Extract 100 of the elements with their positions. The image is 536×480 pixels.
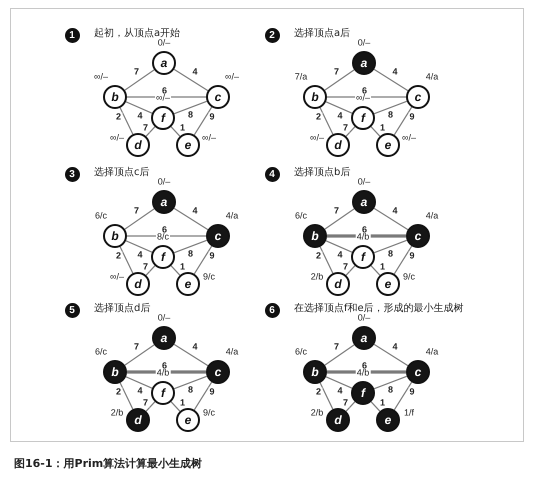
step-number-badge: 2 [264,28,280,42]
edge-weight: 4 [392,342,398,352]
graph-edge [394,382,412,410]
vertex-circle: a [152,190,176,214]
graph-edge [194,106,212,136]
vertex-circle: b [103,360,127,384]
step-heading: 选择顶点a后 [294,26,350,40]
edge-weight: 7 [333,342,340,352]
step-heading: 选择顶点b后 [294,166,350,179]
vertex-circle: d [126,133,150,157]
edge-weight: 1 [179,262,186,271]
graph-edge [174,68,208,92]
vertex-circle: b [303,360,327,384]
edge-weight: 1 [379,123,386,132]
distance-label: ∞/– [224,72,240,82]
graph-edge [320,246,334,274]
distance-label: 6/c [94,348,108,356]
graph-edge [127,96,206,98]
vertex-circle: e [376,133,400,157]
distance-label: 4/a [224,348,240,356]
edge-weight: 8 [387,385,394,394]
vertex-circle: b [103,224,127,248]
distance-label: ∞/– [109,272,125,282]
step-number-badge: 1 [64,28,80,42]
graph-edge [327,370,406,374]
graph-edge [194,246,212,274]
distance-label: 0/– [156,314,172,322]
vertex-circle: a [352,190,376,214]
edge-weight: 7 [133,342,140,352]
edge-weight: 2 [315,112,322,122]
graph-edge [346,401,356,412]
step-number-badge: 4 [264,166,280,182]
edge-weight: 4 [136,111,144,120]
graph-edge [374,100,407,114]
edge-weight: 2 [115,252,122,260]
graph-edge [370,126,380,137]
graph-edge [124,208,154,230]
edge-weight: 8 [187,249,194,258]
edge-weight: 2 [315,388,322,396]
graph-edge [370,401,380,412]
vertex-circle: e [176,133,200,157]
graph-edge [120,246,134,274]
edge-weight: 4 [336,386,344,395]
distance-label: 0/– [356,314,372,322]
graph-edge [120,108,134,134]
edge-weight: 1 [179,123,186,132]
graph-edge [374,208,408,230]
distance-label: ∞/– [109,134,125,142]
vertex-circle: f [151,381,175,405]
distance-label: 8/c [156,232,170,242]
vertex-circle: a [152,51,176,75]
distance-label: 2/b [110,408,124,418]
edge-weight: 8 [387,249,394,258]
distance-label: 9/c [202,408,216,418]
vertex-circle: c [406,85,430,109]
vertex-circle: c [406,360,430,384]
distance-label: 6/c [294,348,308,356]
step-number-badge: 3 [64,166,80,182]
edge-weight: 1 [379,262,386,271]
graph-edge [374,376,407,390]
edge-weight: 4 [336,111,344,120]
graph-edge [174,344,208,366]
vertex-circle: d [326,133,350,157]
edge-weight: 7 [333,206,340,216]
distance-label: 1/f [403,408,415,418]
edge-weight: 4 [192,342,198,352]
distance-label: 4/a [424,72,440,82]
graph-edge [320,108,334,134]
edge-weight: 4 [392,68,398,76]
edge-weight: 7 [142,123,149,132]
distance-label: ∞/– [401,134,417,142]
distance-label: 4/a [424,348,440,356]
vertex-circle: c [206,85,230,109]
edge-weight: 2 [115,112,122,122]
distance-label: 4/b [156,368,170,378]
graph-edge [346,126,356,137]
graph-edge [174,376,207,390]
edge-weight: 7 [333,68,340,76]
edge-weight: 9 [408,112,416,122]
graph-edge [120,382,134,410]
vertex-circle: d [326,272,350,296]
vertex-circle: a [352,326,376,350]
vertex-circle: b [303,224,327,248]
vertex-circle: c [206,360,230,384]
edge-weight: 9 [408,252,416,260]
graph-edge [324,208,354,230]
graph-edge [126,376,152,389]
graph-edge [170,265,180,276]
vertex-circle: e [176,408,200,432]
edge-weight: 2 [115,388,122,396]
distance-label: 9/c [402,272,416,282]
edge-weight: 7 [133,206,140,216]
distance-label: 0/– [156,38,172,48]
distance-label: ∞/– [355,94,371,102]
graph-edge [170,126,180,137]
edge-weight: 7 [142,398,149,407]
graph-edge [394,106,412,136]
vertex-circle: e [376,272,400,296]
vertex-circle: d [126,272,150,296]
step-number-badge: 6 [264,302,280,318]
